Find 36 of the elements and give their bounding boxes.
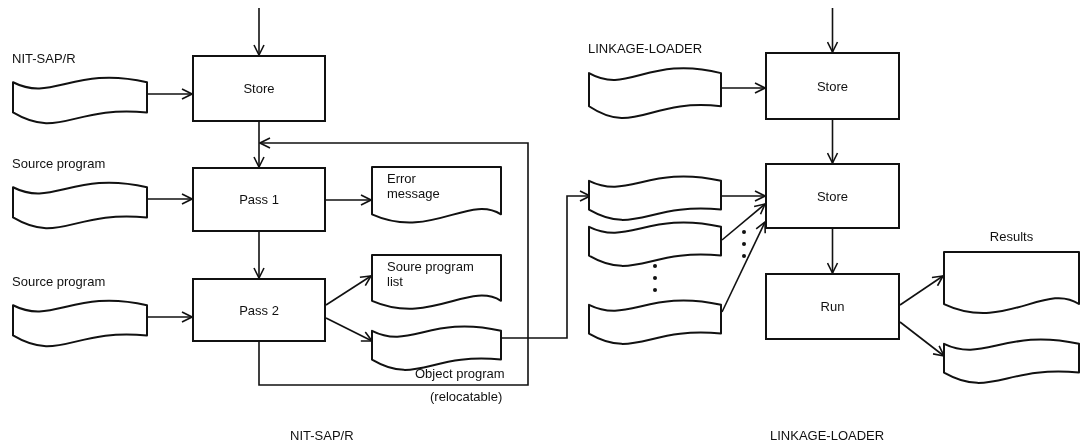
document-text: Soure program list [387,260,475,290]
process-box: Pass 2 [192,278,326,342]
document-text: Error message [387,172,441,202]
node-caption: (relocatable) [430,389,503,404]
process-box: Store [765,163,900,229]
arrow [721,190,766,202]
arrow [721,203,766,241]
arrow [826,119,839,164]
symbol-label: NIT-SAP/R [12,51,76,66]
symbol-label: Source program [12,156,106,171]
arrow [147,193,193,205]
symbol-label: Source program [12,274,106,289]
symbol-label: LINKAGE-LOADER [588,41,703,56]
arrow [826,7,839,53]
arrow [325,275,372,306]
node-caption: Object program [415,366,505,381]
arrow [721,82,766,94]
arrow [253,231,265,279]
process-box: Store [192,55,326,122]
symbol-label: Results [988,229,1035,244]
arrow [147,311,193,323]
arrow [899,321,945,357]
arrow [899,275,944,306]
arrow [325,317,373,342]
arrow [721,221,766,313]
arrow [258,137,529,386]
arrow [253,7,265,56]
arrow [325,194,372,206]
process-box: Store [765,52,900,120]
arrow [253,121,265,168]
diagram-label: NIT-SAP/R [290,428,354,443]
process-box: Pass 1 [192,167,326,232]
arrow [826,228,839,274]
arrow [147,88,193,100]
diagram-label: LINKAGE-LOADER [770,428,885,443]
process-box: Run [765,273,900,340]
